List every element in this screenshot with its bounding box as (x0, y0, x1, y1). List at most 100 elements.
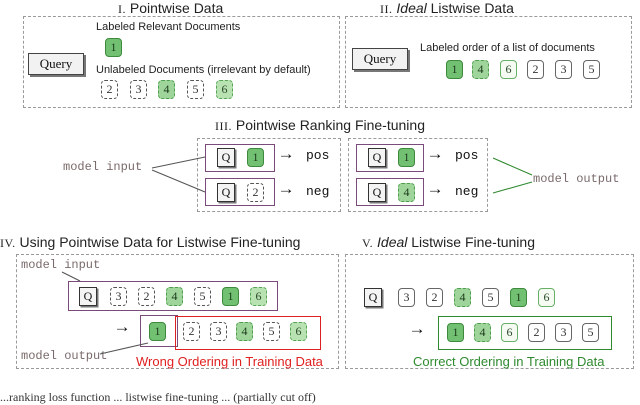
order-label: Labeled order of a list of documents (420, 42, 595, 54)
panel3-left-pos-pair (205, 144, 275, 172)
panel3-right-pos-pair (356, 144, 424, 172)
panel3-arrow: → (281, 146, 292, 165)
connector-line (151, 156, 206, 169)
unlabeled-doc: 3 (130, 80, 147, 99)
panel2-roman: II. (380, 2, 393, 16)
panel5-output-doc: 6 (501, 323, 518, 342)
panel5-output-doc: 4 (474, 323, 491, 342)
wrong-ordering-box (175, 316, 321, 350)
panel3-arrow: → (430, 146, 441, 165)
unlabeled-doc: 2 (101, 80, 118, 99)
panel3-title-text: Pointwise Ranking Fine-tuning (235, 117, 425, 133)
panel3-neg-label: neg (455, 184, 479, 199)
relevant-label: Labeled Relevant Documents (96, 21, 241, 33)
panel4-input-doc: 2 (138, 287, 155, 306)
panel1-title: I. Pointwise Data (118, 0, 223, 17)
panel5-title-italic: Ideal (377, 234, 408, 250)
panel2-title-text: Listwise Data (430, 0, 514, 16)
query-label: Query (39, 56, 73, 71)
relevant-doc: 1 (105, 38, 122, 57)
panel4-input-doc: 1 (222, 287, 239, 306)
panel5-title: V. Ideal Listwise Fine-tuning (362, 234, 535, 251)
panel3-query: Q (217, 148, 235, 167)
panel3-model-output: model output (533, 172, 620, 186)
ordered-doc: 1 (446, 60, 463, 79)
panel4-output-first: 1 (149, 322, 166, 341)
query-button: Query (28, 53, 84, 75)
panel3-title: III. Pointwise Ranking Fine-tuning (215, 117, 425, 134)
panel4-output-doc: 2 (183, 322, 200, 341)
connector-line (492, 157, 533, 176)
panel-pointwise-listwise (16, 254, 339, 369)
ordered-doc: 2 (527, 60, 544, 79)
panel4-output-doc: 3 (210, 322, 227, 341)
ordered-doc: 4 (472, 60, 489, 79)
panel3-doc: 2 (247, 183, 264, 202)
panel3-neg-label: neg (306, 184, 330, 199)
panel3-doc: 1 (398, 148, 415, 167)
panel3-left-region (197, 138, 341, 212)
panel3-arrow: → (281, 181, 292, 200)
panel3-pos-label: pos (306, 148, 330, 163)
panel3-doc: 4 (398, 183, 415, 202)
query-button: Query (352, 48, 408, 70)
panel3-left-neg-pair (205, 178, 275, 206)
panel5-roman: V. (362, 236, 374, 250)
panel4-query: Q (79, 287, 97, 306)
correct-ordering-caption: Correct Ordering in Training Data (413, 354, 605, 369)
panel4-model-input: model input (21, 258, 101, 272)
panel-ideal-listwise-data (345, 16, 632, 108)
panel3-roman: III. (215, 119, 232, 133)
ordered-doc: 6 (500, 60, 517, 79)
panel1-title-text: Pointwise Data (129, 0, 224, 16)
unlabeled-doc: 5 (187, 80, 204, 99)
panel4-output-doc: 6 (290, 322, 307, 341)
footer-text: ...ranking loss function ... listwise fi… (0, 390, 316, 404)
panel4-output-frame (140, 315, 178, 347)
panel3-right-region (348, 138, 488, 212)
connector-line (61, 271, 81, 282)
panel5-output-doc: 2 (528, 323, 545, 342)
panel3-arrow: → (430, 181, 441, 200)
panel5-input-doc: 4 (454, 288, 471, 307)
ordered-doc: 3 (555, 60, 572, 79)
panel4-arrow: → (117, 319, 128, 338)
unlabeled-doc: 4 (158, 80, 175, 99)
panel3-query: Q (217, 183, 235, 202)
connector-line (492, 181, 533, 194)
panel3-model-input: model input (63, 160, 143, 174)
panel5-query: Q (364, 288, 382, 307)
panel5-input-doc: 1 (510, 288, 527, 307)
panel4-input-sequence (68, 281, 278, 311)
panel3-query: Q (368, 183, 386, 202)
panel2-title-italic: Ideal (396, 0, 427, 16)
panel-ideal-listwise-finetuning (345, 254, 634, 369)
panel5-output-doc: 1 (447, 323, 464, 342)
connector-line (151, 169, 206, 193)
unlabeled-doc: 6 (216, 80, 233, 99)
ordered-doc: 5 (583, 60, 600, 79)
panel4-output-doc: 4 (236, 322, 253, 341)
panel1-roman: I. (118, 2, 126, 16)
wrong-ordering-caption: Wrong Ordering in Training Data (136, 354, 323, 369)
panel5-input-doc: 3 (398, 288, 415, 307)
panel-pointwise-data (23, 16, 340, 108)
query-label: Query (363, 51, 397, 66)
panel4-input-doc: 6 (250, 287, 267, 306)
panel4-input-doc: 5 (194, 287, 211, 306)
panel3-right-neg-pair (356, 178, 424, 206)
panel3-doc: 1 (247, 148, 264, 167)
panel4-model-output: model output (21, 349, 108, 363)
panel5-arrow: → (412, 321, 423, 340)
panel4-title: IV. Using Pointwise Data for Listwise Fi… (0, 234, 300, 251)
panel5-title-text: Listwise Fine-tuning (411, 234, 535, 250)
panel5-output-doc: 5 (582, 323, 599, 342)
panel3-query: Q (368, 148, 386, 167)
panel5-input-doc: 2 (426, 288, 443, 307)
panel2-title: II. Ideal Listwise Data (380, 0, 514, 17)
panel5-input-doc: 6 (538, 288, 555, 307)
panel5-input-doc: 5 (482, 288, 499, 307)
panel5-output-doc: 3 (555, 323, 572, 342)
connector-line (99, 342, 149, 355)
